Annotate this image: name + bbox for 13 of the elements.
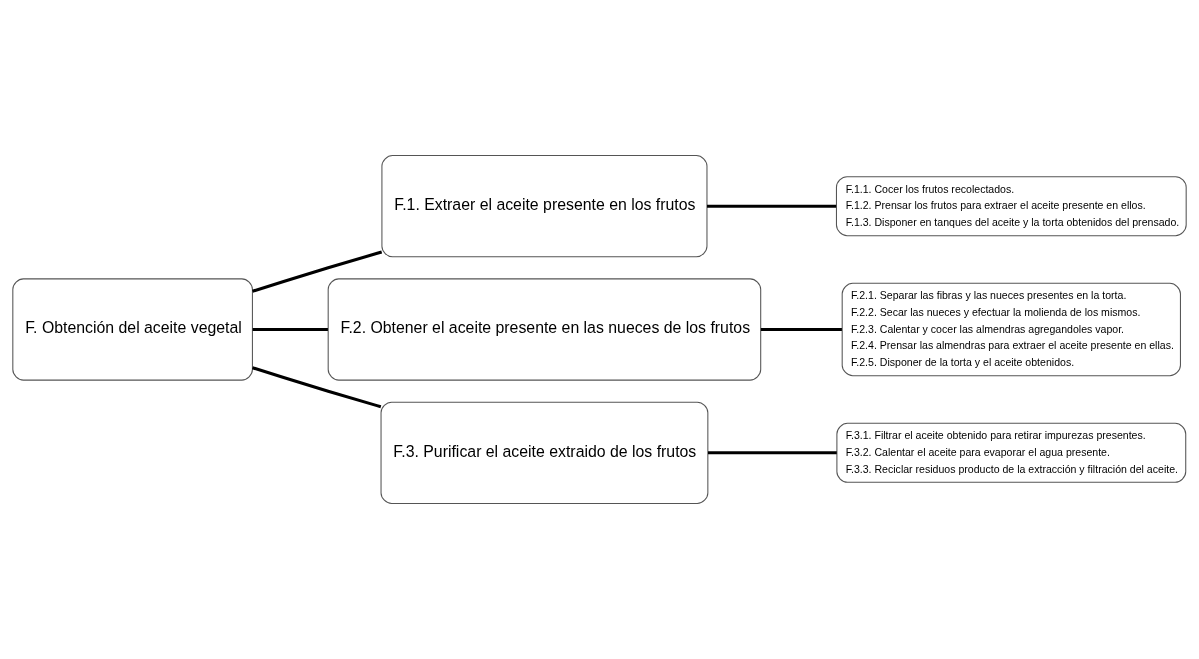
node-box: F.2.1. Separar las fibras y las nueces presentes en la torta. F.2.2. Secar las nueces y efectuar la molienda de los mismos. F.2.3. Calentar y cocer las almendras agregandoles vapor. F.2.4. Prensar las almendras para extraer el aceite presente en ellas. F.2.5. Disponer de la torta y el aceite obtenidos. xyxy=(841,282,1181,377)
node-box: F.3.1. Filtrar el aceite obtenido para retirar impurezas presentes. F.3.2. Calentar el aceite para evaporar el agua presente. F.3.3. Reciclar residuos producto de la extracción y filtración del aceite. xyxy=(836,422,1187,483)
node-box: F.2. Obtener el aceite presente en las nueces de los frutos xyxy=(327,278,762,381)
node-box: F.3. Purificar el aceite extraido de los frutos xyxy=(380,401,709,504)
connector xyxy=(708,451,837,455)
node-box: F.1. Extraer el aceite presente en los frutos xyxy=(381,155,708,258)
connector xyxy=(760,327,842,332)
node-box: F.1.1. Cocer los frutos recolectados. F.1.2. Prensar los frutos para extraer el aceite presente en ellos. F.1.3. Disponer en tanques del aceite y la torta obtenidos del prensado. xyxy=(835,176,1187,237)
connector xyxy=(252,327,328,332)
node-box: F. Obtención del aceite vegetal xyxy=(12,278,253,381)
connector xyxy=(252,366,382,409)
connector xyxy=(707,204,837,208)
connector xyxy=(252,250,383,293)
